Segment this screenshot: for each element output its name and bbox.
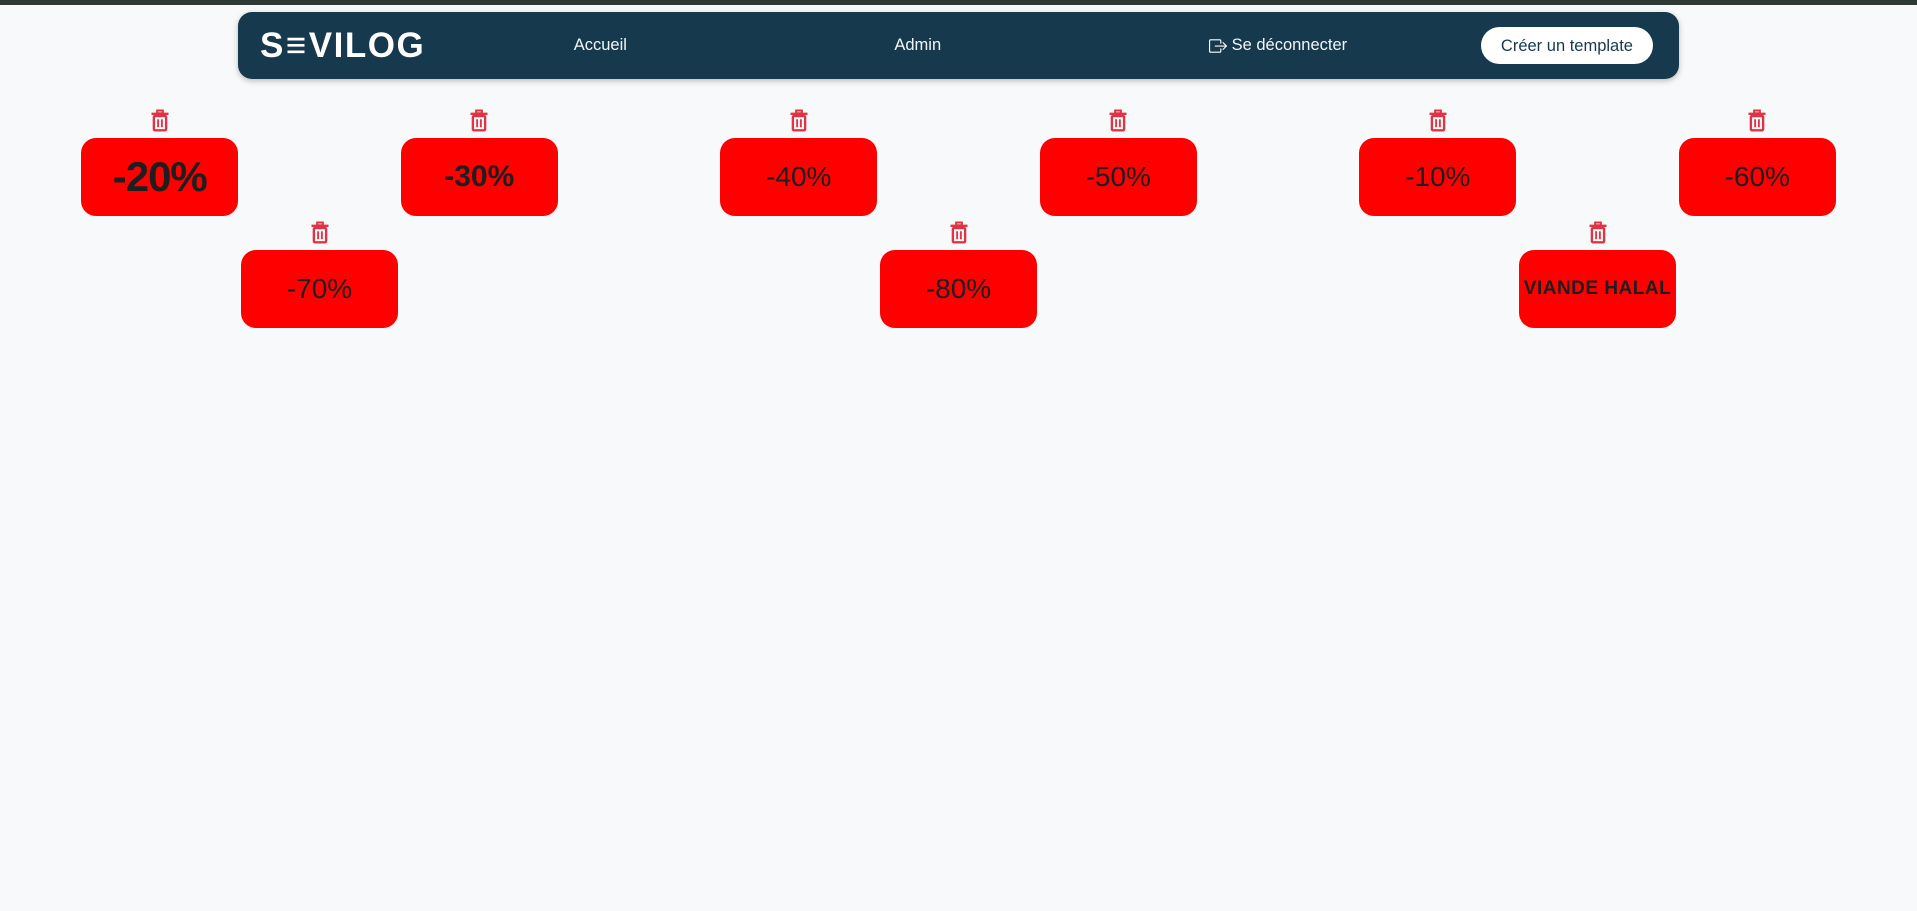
promo-tile-label: -40% xyxy=(766,161,832,192)
promo-cell: -70% xyxy=(166,220,473,328)
trash-icon xyxy=(1428,109,1448,132)
promo-tile[interactable]: -10% xyxy=(1359,138,1517,216)
promo-tile[interactable]: -20% xyxy=(81,138,239,216)
delete-tile-button[interactable] xyxy=(1108,108,1128,132)
promo-cell: -40% xyxy=(645,108,952,216)
logo-text-part: S xyxy=(260,26,285,65)
trash-icon xyxy=(1747,109,1767,132)
delete-tile-button[interactable] xyxy=(1747,108,1767,132)
promo-tile[interactable]: -60% xyxy=(1678,138,1836,216)
sevilog-logo[interactable]: S≡VILOG xyxy=(260,25,440,66)
trash-icon xyxy=(469,109,489,132)
promo-tile-label: -10% xyxy=(1405,161,1471,192)
delete-tile-button[interactable] xyxy=(789,108,809,132)
logo-text-part: VILOG xyxy=(308,26,426,65)
trash-icon xyxy=(789,109,809,132)
logo-e-glyph: ≡ xyxy=(285,25,308,66)
nav-links: Accueil Admin Se déconnecter xyxy=(440,36,1481,55)
promo-cell: -50% xyxy=(965,108,1272,216)
promo-cell: -60% xyxy=(1604,108,1911,216)
promo-tile[interactable]: -40% xyxy=(720,138,878,216)
promo-tile-label: VIANDE HALAL xyxy=(1523,278,1672,299)
delete-tile-button[interactable] xyxy=(949,220,969,244)
promo-grid: -20% -30% xyxy=(0,108,1917,328)
nav-link-accueil[interactable]: Accueil xyxy=(573,36,627,54)
delete-tile-button[interactable] xyxy=(469,108,489,132)
promo-tile-label: -60% xyxy=(1724,161,1790,192)
trash-icon xyxy=(310,221,330,244)
navbar: S≡VILOG Accueil Admin Se déconnecter Cré… xyxy=(238,12,1679,79)
promo-cell: -80% xyxy=(805,220,1112,328)
create-template-button[interactable]: Créer un template xyxy=(1480,27,1653,64)
promo-tile[interactable]: -80% xyxy=(880,250,1037,328)
promo-tile-label: -20% xyxy=(112,153,208,200)
delete-tile-button[interactable] xyxy=(150,108,170,132)
delete-tile-button[interactable] xyxy=(310,220,330,244)
trash-icon xyxy=(1108,109,1128,132)
trash-icon xyxy=(949,221,969,244)
promo-tile[interactable]: -70% xyxy=(241,250,398,328)
nav-link-admin[interactable]: Admin xyxy=(894,36,942,54)
promo-tile-label: -70% xyxy=(286,273,353,304)
promo-cell: -10% xyxy=(1284,108,1591,216)
promo-tile-label: -80% xyxy=(925,273,992,304)
box-arrow-right-icon xyxy=(1208,37,1227,55)
trash-icon xyxy=(150,109,170,132)
promo-cell: VIANDE HALAL xyxy=(1444,220,1751,328)
promo-cell: -30% xyxy=(326,108,633,216)
delete-tile-button[interactable] xyxy=(1588,220,1608,244)
promo-tile[interactable]: -50% xyxy=(1039,138,1197,216)
delete-tile-button[interactable] xyxy=(1428,108,1448,132)
promo-tile[interactable]: -30% xyxy=(400,138,558,216)
promo-cell: -20% xyxy=(6,108,313,216)
promo-tile-label: -50% xyxy=(1085,161,1151,192)
logout-link[interactable]: Se déconnecter xyxy=(1208,36,1348,55)
promo-tile-label: -30% xyxy=(444,160,515,193)
logout-label: Se déconnecter xyxy=(1231,36,1348,54)
trash-icon xyxy=(1588,221,1608,244)
promo-tile[interactable]: VIANDE HALAL xyxy=(1519,250,1676,328)
top-border-bar xyxy=(0,0,1917,5)
